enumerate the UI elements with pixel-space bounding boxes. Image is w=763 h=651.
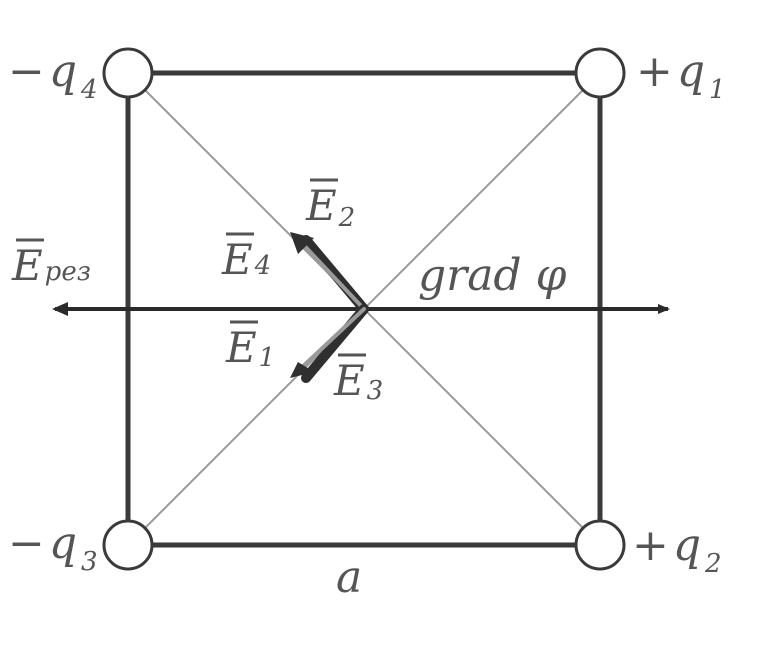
charge-circle-q1 [574, 47, 626, 99]
vector-e4-arrow [296, 237, 366, 311]
svg-text:E4: E4 [221, 235, 271, 284]
svg-text:Eрез: Eрез [11, 241, 91, 290]
vector-label-e2: E2 [305, 178, 355, 233]
svg-text:E1: E1 [225, 323, 275, 373]
vector-e1-arrow [296, 307, 366, 373]
vector-label-e3: E3 [333, 353, 383, 406]
charge-circle-q3 [102, 519, 154, 571]
vector-label-e4: E4 [221, 232, 271, 284]
vector-label-e1: E1 [225, 320, 275, 373]
svg-text:E3: E3 [333, 356, 383, 406]
grad-phi-label: grad φ [418, 250, 567, 301]
vector-e2-arrowhead [290, 232, 314, 254]
vector-label-e-res: Eрез [11, 238, 91, 290]
svg-text:E2: E2 [305, 181, 355, 233]
side-length-label: a [336, 552, 362, 603]
charge-circle-q4 [102, 47, 154, 99]
vector-e3-arrowhead [290, 362, 314, 378]
charge-circle-q2 [574, 519, 626, 571]
left-arrowhead [52, 302, 68, 316]
